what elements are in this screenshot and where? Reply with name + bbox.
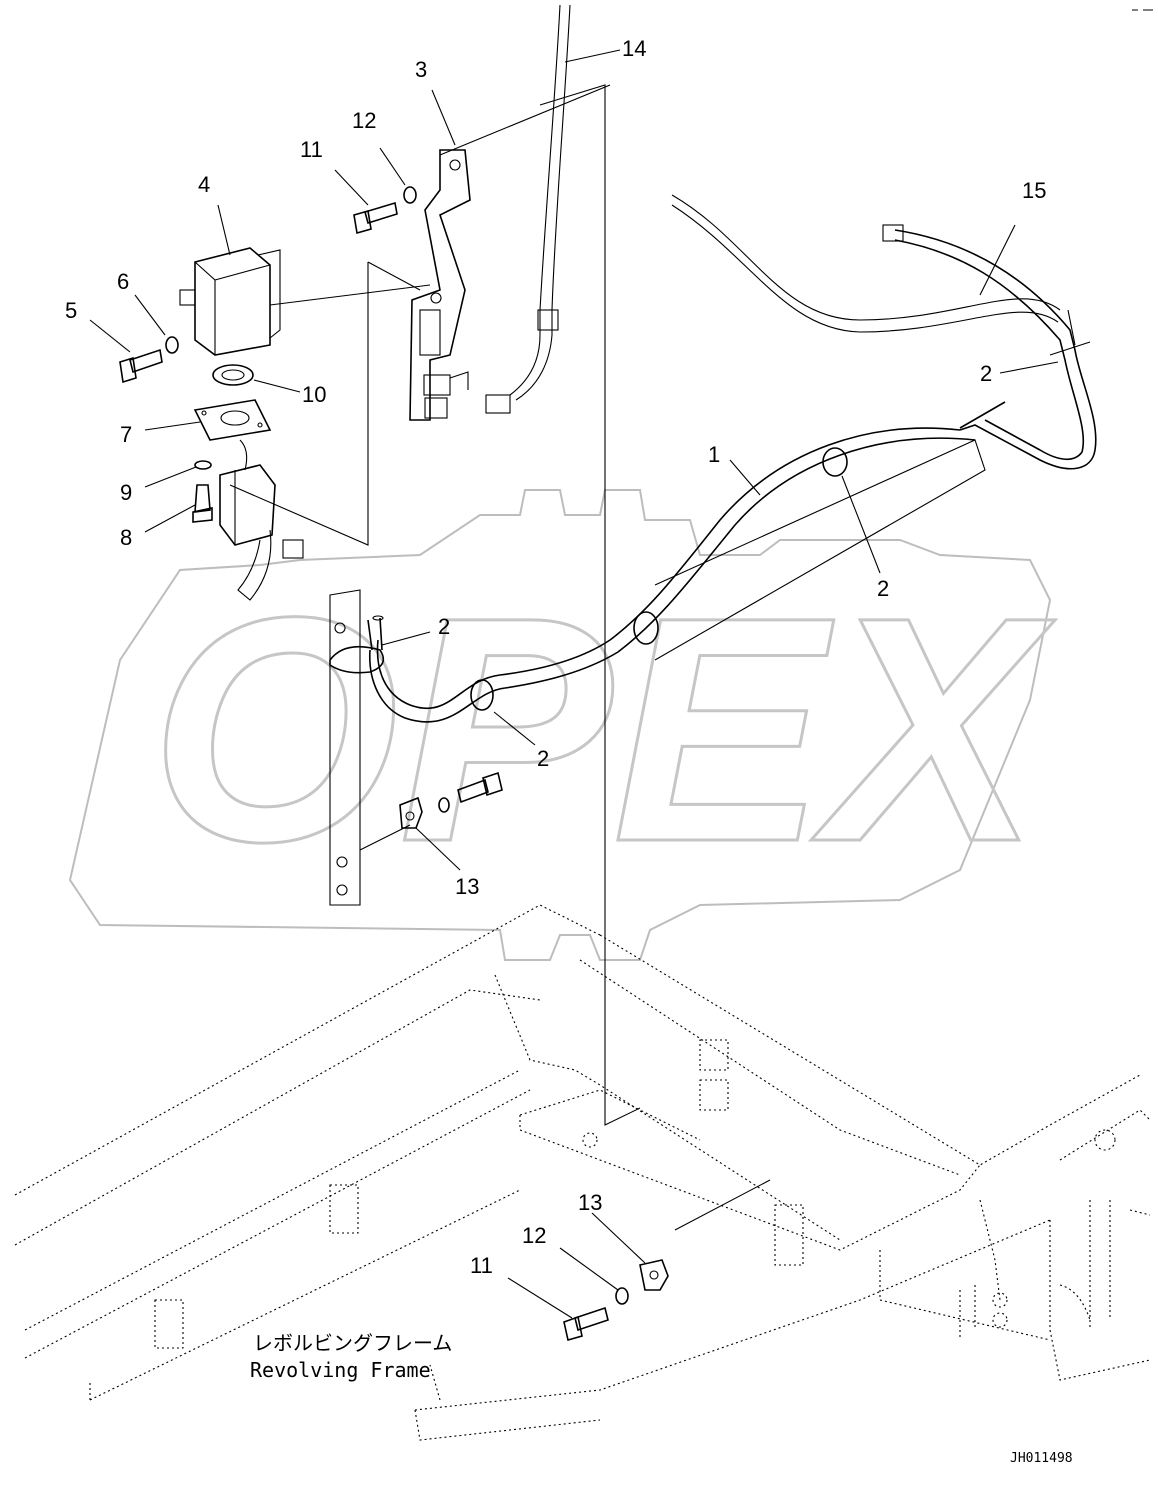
watermark-text: OPEX [150, 550, 1056, 908]
clip-13-upper [399, 796, 423, 829]
bracket-3 [409, 149, 471, 421]
harness-1 [329, 401, 1006, 723]
callout-10: 10 [302, 382, 326, 407]
bolt-11-upper [353, 201, 398, 235]
callout-6: 6 [117, 269, 129, 294]
mounting-plate [329, 589, 411, 906]
frame-label-jp: レボルビングフレーム [253, 1331, 452, 1355]
callout-11-upper: 11 [300, 137, 323, 162]
frame-label-en: Revolving Frame [250, 1358, 431, 1382]
washer-12-lower [615, 1287, 629, 1305]
callout-3: 3 [415, 57, 427, 82]
callout-4: 4 [198, 172, 210, 197]
callout-5: 5 [65, 298, 77, 323]
callout-12-lower: 12 [522, 1223, 546, 1248]
callout-2-low: 2 [537, 746, 549, 771]
leader-lines [89, 49, 1059, 1319]
grommet-10 [212, 364, 254, 386]
harness-15 [671, 194, 1097, 470]
construction-lines [229, 84, 986, 1231]
callout-15: 15 [1022, 178, 1046, 203]
bolt-8 [192, 484, 213, 523]
callout-2-right: 2 [980, 361, 992, 386]
clip-13-lower [639, 1259, 669, 1291]
callout-13-upper: 13 [455, 874, 479, 899]
callout-7: 7 [120, 422, 132, 447]
frame-caption: レボルビングフレーム Revolving Frame [250, 1331, 452, 1382]
washer-12-upper [403, 186, 417, 204]
bolt-11-lower [563, 1306, 609, 1342]
opex-watermark: OPEX [68, 489, 1057, 961]
callout-labels: 14 3 12 11 4 6 5 10 7 9 8 15 2 1 2 2 2 1… [65, 36, 1046, 1278]
callout-11-lower: 11 [470, 1253, 493, 1278]
callout-13-lower: 13 [578, 1190, 602, 1215]
harness-14 [485, 4, 571, 414]
washer-6 [165, 336, 179, 354]
callout-12-upper: 12 [352, 108, 376, 133]
switch-unit [219, 439, 304, 601]
plate-7 [193, 399, 272, 441]
callout-14: 14 [622, 36, 646, 61]
callout-2-mid: 2 [877, 576, 889, 601]
callout-2-left: 2 [438, 614, 450, 639]
revolving-frame [14, 904, 1151, 1441]
washer-9 [194, 460, 212, 470]
housing-4 [179, 247, 281, 356]
callout-1: 1 [708, 442, 720, 467]
callout-8: 8 [120, 525, 132, 550]
bolt-upper-mid [438, 771, 503, 813]
drawing-number: JH011498 [1010, 1451, 1073, 1466]
bolt-5 [119, 348, 163, 384]
callout-9: 9 [120, 480, 132, 505]
